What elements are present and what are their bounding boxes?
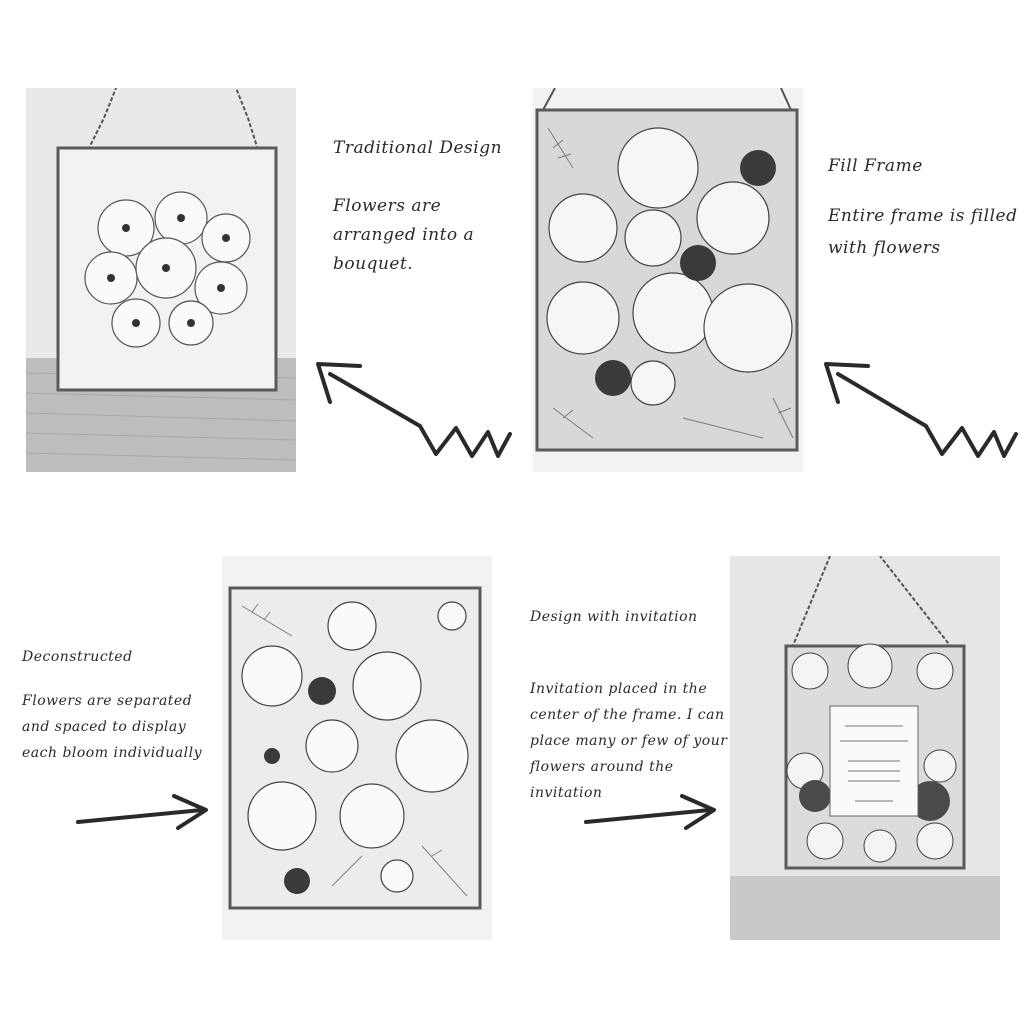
arrow-to-traditional-design — [316, 356, 512, 460]
invitation-design-caption: Design with invitation Invitation placed… — [530, 604, 730, 806]
right-arrow-icon — [76, 794, 208, 830]
fill-frame-photo — [533, 88, 803, 472]
traditional-design-title: Traditional Design — [333, 138, 503, 158]
fill-frame-caption: Fill Frame Entire frame is filled with f… — [828, 150, 1018, 264]
arrow-to-fill-frame — [824, 356, 1018, 460]
zigzag-arrow-icon — [316, 362, 512, 458]
traditional-design-caption: Traditional Design Flowers are arranged … — [333, 134, 513, 279]
traditional-design-description: Flowers are arranged into a bouquet. — [333, 196, 475, 274]
invitation-frame-illustration — [730, 556, 1000, 940]
invitation-design-description: Invitation placed in the center of the f… — [530, 681, 728, 801]
deconstructed-description: Flowers are separated and spaced to disp… — [22, 693, 202, 761]
fill-frame-title: Fill Frame — [828, 156, 923, 176]
fill-frame-description: Entire frame is filled with flowers — [828, 206, 1018, 258]
zigzag-arrow-icon — [824, 362, 1018, 458]
bouquet-frame-illustration — [26, 88, 296, 472]
deconstructed-frame-illustration — [222, 556, 492, 940]
deconstructed-photo — [222, 556, 492, 940]
arrow-to-deconstructed — [74, 792, 210, 832]
invitation-design-photo — [730, 556, 1000, 940]
traditional-design-photo — [26, 88, 296, 472]
deconstructed-title: Deconstructed — [22, 649, 133, 665]
deconstructed-caption: Deconstructed Flowers are separated and … — [22, 644, 222, 766]
invitation-design-title: Design with invitation — [530, 609, 698, 625]
arrow-to-invitation-design — [582, 792, 718, 832]
full-frame-illustration — [533, 88, 803, 472]
right-arrow-icon — [584, 794, 716, 830]
